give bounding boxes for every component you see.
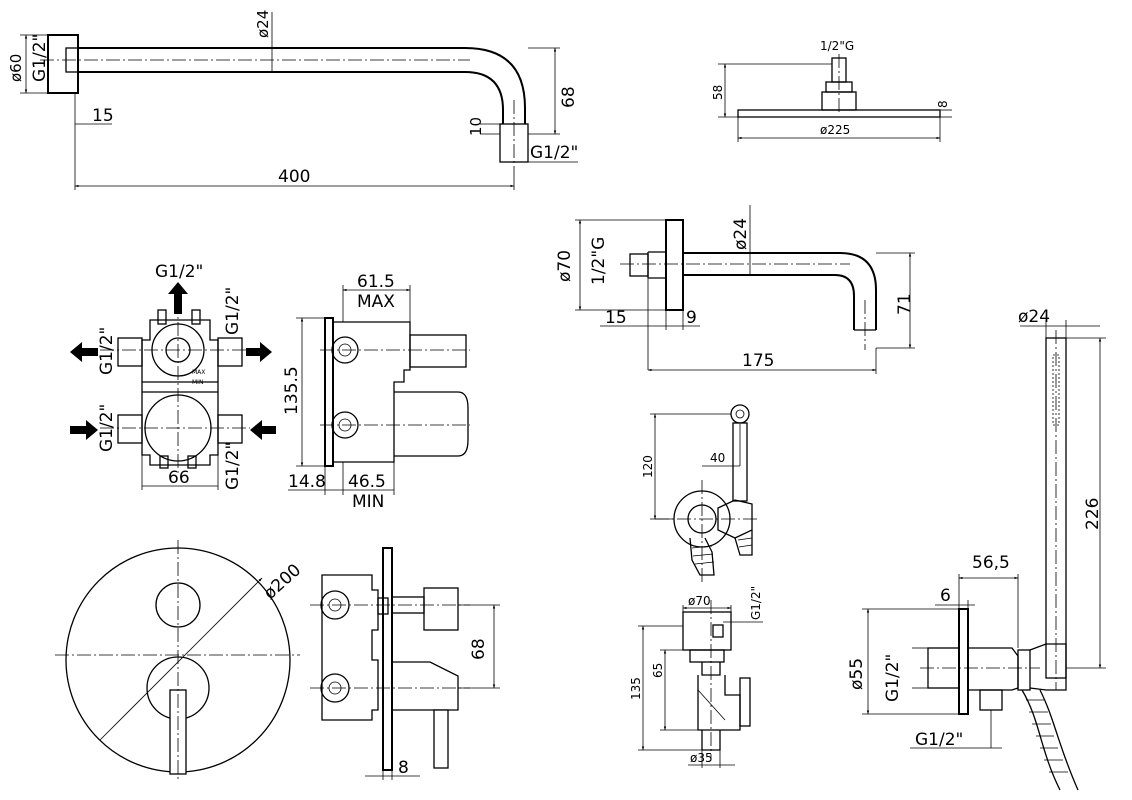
valve-right-upper-thread: G1/2" [223,287,243,335]
hand-length: 226 [1083,498,1103,530]
trim-plate-view: ø200 [55,540,305,780]
valve-side-height: 135.5 [282,366,302,415]
valve-top-thread: G1/2" [155,262,203,282]
valve-left-lower-thread: G1/2" [97,404,117,452]
max-label: MAX [357,292,395,312]
valve-right-lower-thread: G1/2" [223,442,243,490]
shower-arm-view: ø60 G1/2" ø24 15 68 10 G1/2" 400 [7,10,579,190]
head-height: 58 [711,85,725,100]
spout-thread: 1/2"G [589,237,609,285]
valve-body-front-view: MAX MIN G1/2" G1/2" G1/2" G1/2" G1/2" 66 [70,262,276,490]
spout-offset-a: 15 [605,308,627,328]
valve-assembly-side-view: 68 8 [310,547,500,780]
depth-max: 61.5 [357,272,395,292]
holder-thread: G1/2" [749,586,763,620]
arm-length: 400 [278,167,310,187]
min-label: MIN [352,492,384,512]
head-thread: 1/2"G [820,39,854,53]
mark-max: MAX [192,369,205,376]
valve-left-upper-thread: G1/2" [97,327,117,375]
hand-thread-bottom: G1/2" [915,730,963,750]
assembly-spacing: 68 [469,638,489,660]
arm-end-len: 10 [467,117,485,136]
holder-body: 65 [651,663,665,678]
holder-d-top: ø70 [688,594,711,608]
spout-reach: 175 [742,351,774,371]
shower-head-view: 1/2"G 58 8 ø225 [711,39,952,142]
hand-d-handle: ø24 [1018,307,1050,327]
arm-thread-end: G1/2" [530,143,578,163]
holder-height: 120 [641,455,655,478]
holder-total: 135 [629,677,643,700]
spout-d-plate: ø70 [555,250,575,282]
arm-d-outer: ø60 [7,54,25,82]
mark-min: MIN [192,379,203,386]
head-thickness: 8 [936,100,950,108]
spout-d-pipe: ø24 [731,218,751,250]
hand-d-plate: ø55 [847,658,867,690]
flange: 14.8 [288,472,326,492]
head-diameter: ø225 [820,123,850,137]
valve-body-side-view: 135.5 61.5 MAX 14.8 46.5 MIN [282,272,470,512]
hand-reach: 56,5 [972,553,1010,573]
holder-front-view: 120 40 [641,404,760,585]
hand-thread-wall: G1/2" [883,654,903,702]
spout-drop: 71 [895,293,915,315]
holder-offset: 40 [710,451,725,465]
hand-shower-view: ø24 226 56,5 6 ø55 G1/2" G1/2" [847,307,1106,791]
spout-offset-b: 9 [686,308,697,328]
arm-d-pipe: ø24 [254,10,272,38]
holder-d-bottom: ø35 [690,751,713,765]
depth-min: 46.5 [348,472,386,492]
plate-diameter: ø200 [260,560,305,604]
assembly-plate: 8 [398,758,409,778]
arm-offset: 15 [92,106,114,126]
arm-thread-wall: G1/2" [30,34,50,82]
holder-side-view: ø70 G1/2" 65 135 ø35 [629,586,763,768]
arm-drop: 68 [559,86,579,108]
hand-plate: 6 [940,586,951,606]
valve-width: 66 [168,468,190,488]
spout-view: ø70 1/2"G ø24 71 15 9 175 [555,205,915,374]
